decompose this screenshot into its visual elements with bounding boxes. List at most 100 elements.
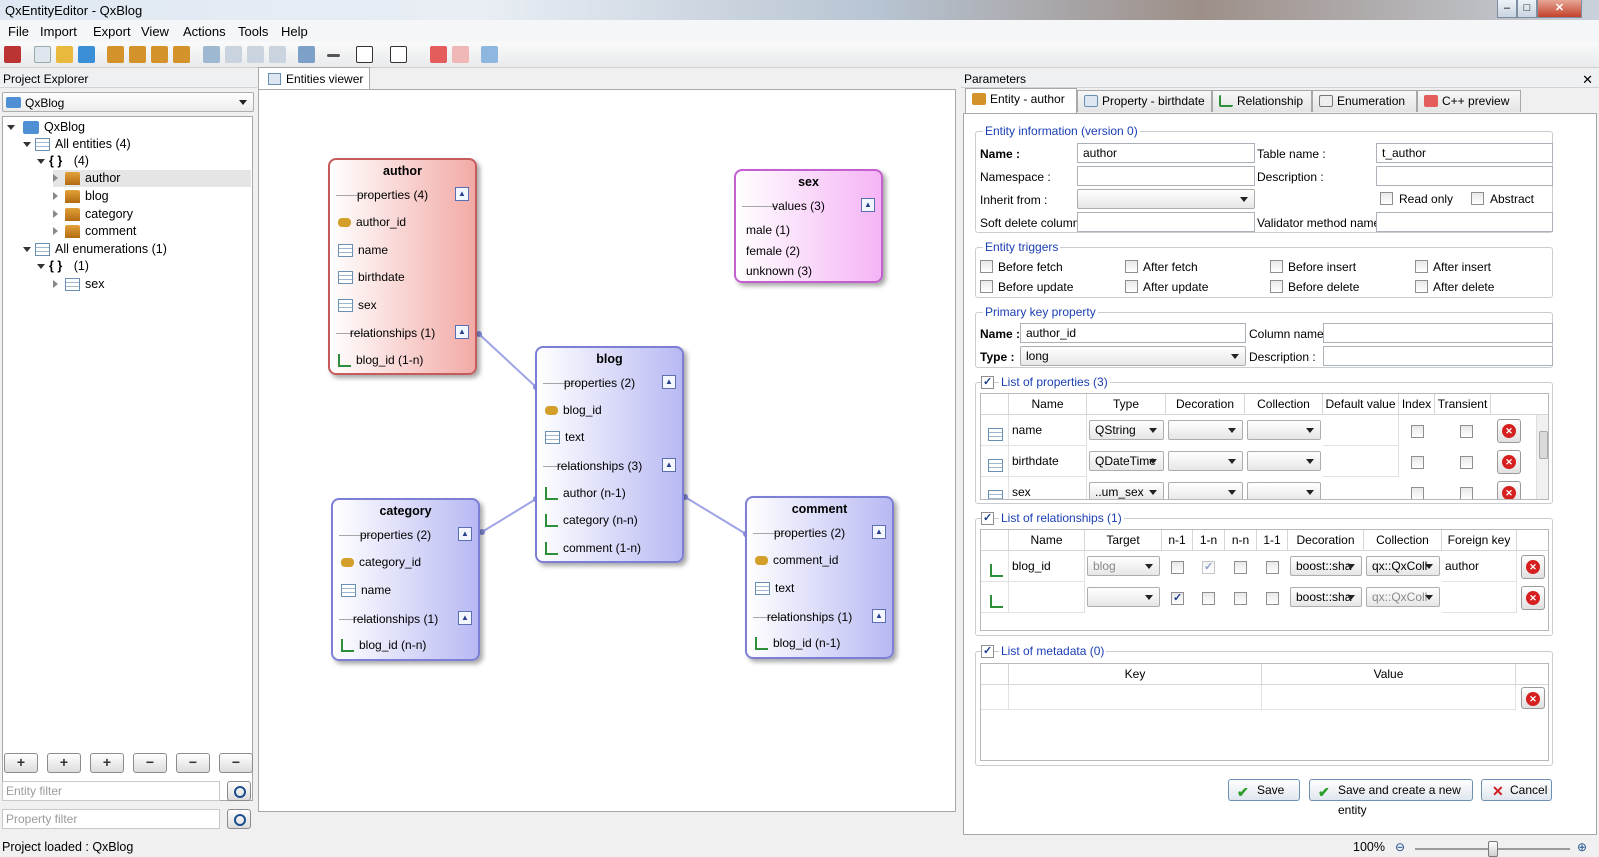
expand-arrow-icon[interactable] — [37, 264, 45, 269]
property-type-select[interactable]: QString — [1089, 420, 1164, 440]
column-name-input[interactable] — [1323, 323, 1553, 343]
tab-relationship[interactable]: Relationship — [1212, 90, 1312, 112]
refresh-icon[interactable] — [78, 46, 95, 63]
relationship-target-select[interactable]: blog — [1087, 556, 1160, 576]
after-delete-checkbox[interactable] — [1415, 280, 1428, 293]
relationship-name-cell[interactable] — [1009, 582, 1085, 613]
expand-arrow-icon[interactable] — [53, 174, 58, 182]
close-window-button[interactable]: ✕ — [1537, 0, 1582, 18]
field-row[interactable]: comment_id — [755, 552, 838, 568]
n-1-checkbox[interactable] — [1171, 591, 1184, 605]
search-icon[interactable] — [227, 809, 251, 829]
add-enum-button[interactable]: + — [90, 753, 124, 773]
expand-arrow-icon[interactable] — [7, 125, 15, 130]
add-entity-icon[interactable] — [107, 46, 124, 63]
before-insert-checkbox[interactable] — [1270, 260, 1283, 273]
collapse-icon[interactable]: ▲ — [455, 187, 469, 201]
enum-value[interactable]: unknown (3) — [746, 264, 813, 278]
relation-row[interactable]: category (n-n) — [545, 512, 638, 528]
enum-card-sex[interactable]: sex values (3)▲ male (1) female (2) unkn… — [734, 169, 883, 283]
cpp-export-icon[interactable] — [430, 46, 447, 63]
1-1-checkbox[interactable] — [1266, 561, 1279, 574]
add-entity-button[interactable]: + — [4, 753, 38, 773]
default-value-cell[interactable] — [1323, 415, 1399, 446]
zoom-slider-handle[interactable] — [1487, 841, 1498, 857]
table-name-input[interactable]: t_author — [1376, 143, 1553, 163]
menu-tools[interactable]: Tools — [238, 24, 269, 39]
menu-export[interactable]: Export — [93, 24, 131, 39]
properties-list-checkbox[interactable] — [981, 375, 994, 389]
menu-file[interactable]: File — [8, 24, 29, 39]
property-collection-select[interactable] — [1247, 482, 1321, 499]
entity-card-comment[interactable]: comment properties (2)▲ comment_id text … — [745, 496, 894, 659]
tab-property[interactable]: Property - birthdate — [1077, 90, 1212, 112]
relationship-decoration-select[interactable]: boost::sha — [1290, 587, 1362, 607]
tree-node-enum-namespace[interactable]: { } (1) — [37, 258, 89, 275]
relation-row[interactable]: comment (1-n) — [545, 540, 641, 556]
expand-arrow-icon[interactable] — [53, 192, 58, 200]
resize-icon[interactable] — [327, 54, 340, 57]
inherit-from-select[interactable] — [1077, 189, 1255, 209]
collapse-all-icon[interactable] — [390, 46, 407, 63]
collapse-icon[interactable]: ▲ — [458, 527, 472, 541]
relation-row[interactable]: blog_id (n-n) — [341, 637, 426, 653]
after-update-checkbox[interactable] — [1125, 280, 1138, 293]
metadata-key-cell[interactable] — [1009, 685, 1262, 710]
entity-card-blog[interactable]: blog properties (2)▲ blog_id text relati… — [535, 346, 684, 563]
tree-node-namespace[interactable]: { } (4) — [37, 153, 89, 170]
index-checkbox[interactable] — [1411, 487, 1424, 499]
field-row[interactable]: name — [338, 242, 388, 258]
property-name-cell[interactable]: birthdate — [1009, 446, 1087, 477]
property-decoration-select[interactable] — [1168, 420, 1243, 440]
entity-name-input[interactable]: author — [1077, 143, 1255, 163]
expand-arrow-icon[interactable] — [23, 247, 31, 252]
relationship-target-select[interactable] — [1087, 587, 1160, 607]
expand-arrow-icon[interactable] — [23, 142, 31, 147]
relation-row[interactable]: blog_id (1-n) — [338, 352, 423, 368]
before-fetch-checkbox[interactable] — [980, 260, 993, 273]
zoom-in-icon[interactable]: ⊕ — [1577, 840, 1588, 854]
relationship-collection-select[interactable]: qx::QxColl — [1366, 587, 1440, 607]
collapse-icon[interactable]: ▲ — [662, 458, 676, 472]
save-and-new-button[interactable]: ✔Save and create a new entity — [1309, 779, 1473, 817]
property-decoration-select[interactable] — [1168, 482, 1243, 499]
field-row[interactable]: text — [545, 429, 584, 445]
open-project-icon[interactable] — [56, 46, 73, 63]
1-n-checkbox[interactable] — [1202, 592, 1215, 605]
remove-enum-button[interactable]: − — [219, 753, 253, 773]
validator-input[interactable] — [1376, 212, 1553, 232]
delete-metadata-button[interactable] — [1521, 687, 1545, 709]
entity-card-author[interactable]: author properties (4)▲ author_id name bi… — [328, 158, 477, 375]
cpp-import-icon[interactable] — [452, 46, 469, 63]
tree-node-entity-comment[interactable]: comment — [53, 223, 136, 240]
after-insert-checkbox[interactable] — [1415, 260, 1428, 273]
field-row[interactable]: name — [341, 582, 391, 598]
foreign-key-cell[interactable] — [1442, 582, 1517, 613]
pk-description-input[interactable] — [1323, 346, 1553, 366]
field-row[interactable]: birthdate — [338, 269, 405, 285]
tree-node-entity-category[interactable]: category — [53, 206, 133, 223]
layout-icon[interactable] — [481, 46, 498, 63]
metadata-list-checkbox[interactable] — [981, 644, 994, 658]
read-only-checkbox[interactable] — [1380, 192, 1393, 205]
namespace-input[interactable] — [1077, 166, 1255, 186]
tab-enumeration[interactable]: Enumeration — [1312, 90, 1417, 112]
field-row[interactable]: author_id — [338, 214, 406, 230]
remove-entity-button[interactable]: − — [176, 753, 210, 773]
transient-checkbox[interactable] — [1460, 425, 1473, 438]
n-n-checkbox[interactable] — [1234, 592, 1247, 605]
delete-relationship-button[interactable] — [1521, 555, 1545, 579]
field-row[interactable]: blog_id — [545, 402, 602, 418]
collapse-icon[interactable]: ▲ — [861, 198, 875, 212]
collapse-icon[interactable]: ▲ — [872, 609, 886, 623]
delete-property-button[interactable] — [1497, 450, 1521, 474]
add-property-button[interactable]: + — [47, 753, 81, 773]
menu-view[interactable]: View — [141, 24, 169, 39]
add-property-icon[interactable] — [203, 46, 220, 63]
expand-arrow-icon[interactable] — [37, 159, 45, 164]
menu-help[interactable]: Help — [281, 24, 308, 39]
transient-checkbox[interactable] — [1460, 456, 1473, 469]
enum-value[interactable]: female (2) — [746, 244, 801, 258]
expand-arrow-icon[interactable] — [53, 280, 58, 288]
delete-property-icon[interactable] — [269, 46, 286, 63]
